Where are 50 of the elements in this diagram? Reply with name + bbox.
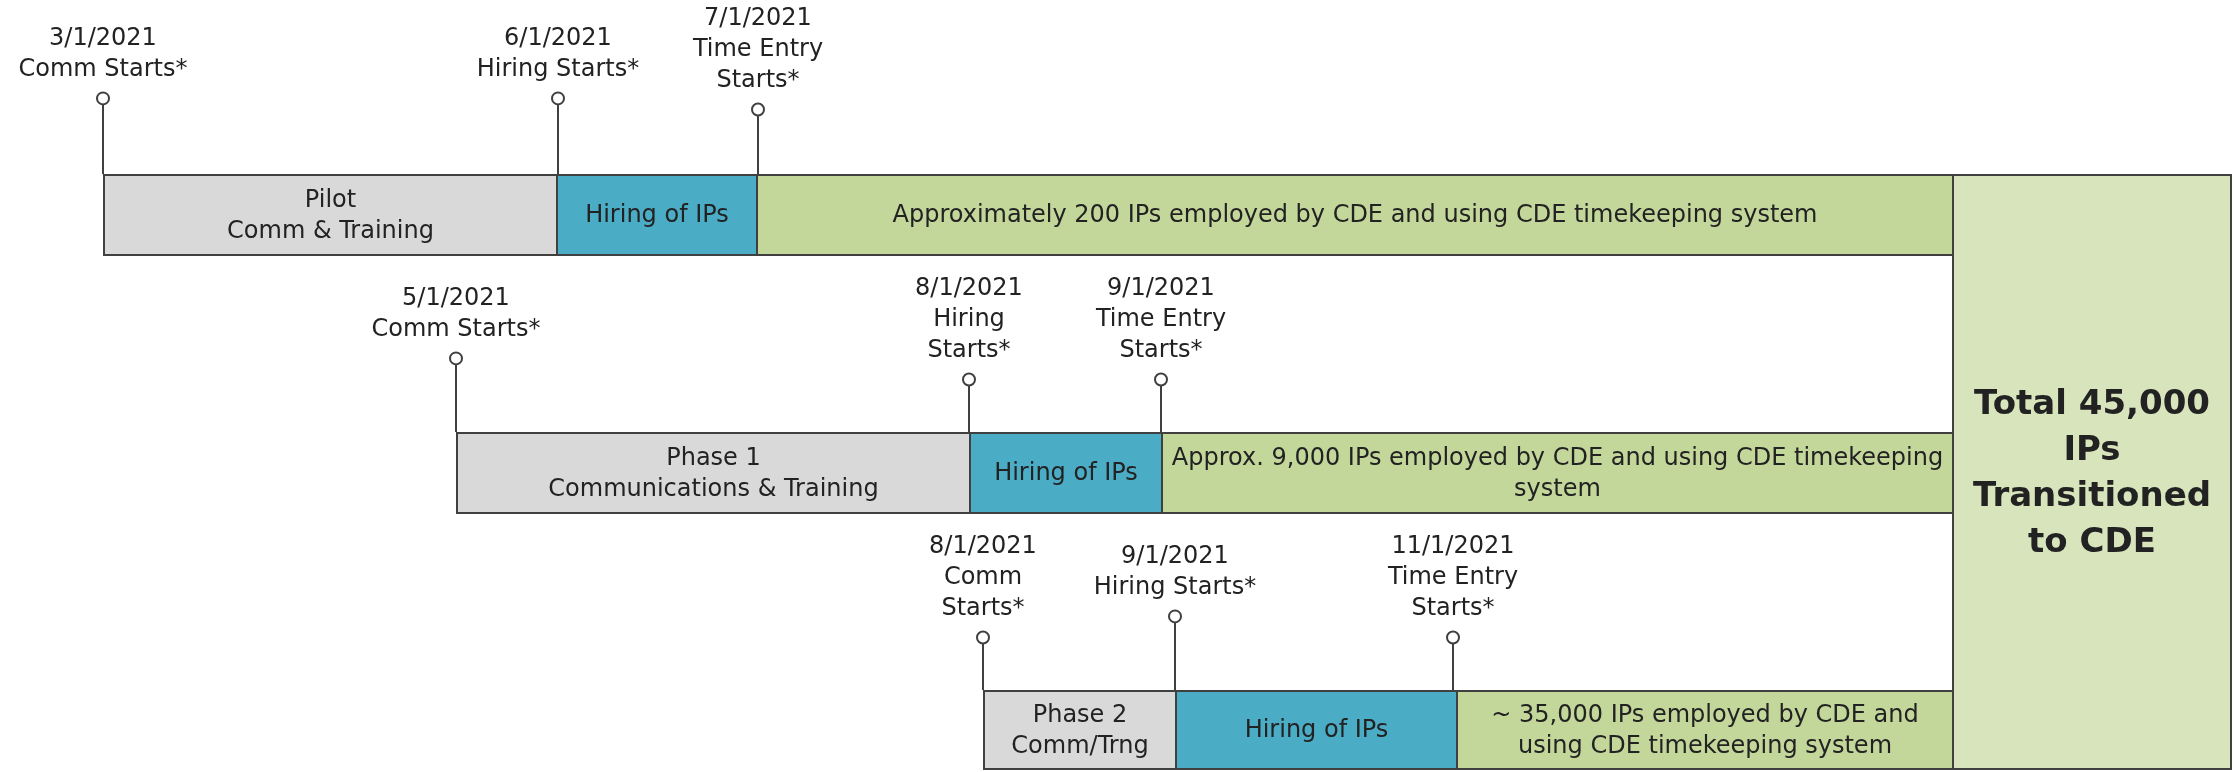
milestone-date: 3/1/2021: [48, 22, 158, 53]
milestone-date: 11/1/2021: [1390, 530, 1516, 561]
milestone-pin: [976, 630, 990, 691]
milestone-label: Hiring Starts*: [475, 53, 641, 85]
bar-label: Hiring of IPs: [1244, 714, 1389, 746]
phase-bar: [1175, 690, 1458, 770]
milestone-label: Comm Starts*: [370, 313, 542, 345]
milestone-date: 8/1/2021: [914, 272, 1024, 303]
phase-bar: [1456, 690, 1954, 770]
summary-box: [1952, 174, 2232, 770]
phase-title: Pilot: [304, 183, 357, 215]
phase-bar: [456, 432, 971, 514]
phase-bar: [756, 174, 1954, 256]
milestone-pin: [1154, 372, 1168, 433]
phase-title: Phase 2: [1032, 698, 1128, 730]
milestone-date: 8/1/2021: [928, 530, 1038, 561]
milestone-date: 9/1/2021: [1120, 540, 1230, 571]
phase-bar: [983, 690, 1177, 770]
milestone-pin: [962, 372, 976, 433]
milestone-date: 6/1/2021: [503, 22, 613, 53]
phase-title: Phase 1: [666, 441, 761, 473]
milestone-label: Time Entry Starts*: [691, 33, 825, 96]
milestone-pin: [96, 91, 110, 175]
milestone-pin: [1168, 609, 1182, 691]
milestone-label: Time Entry Starts*: [1386, 561, 1520, 624]
milestone-pin: [1446, 630, 1460, 691]
bar-label: ~ 35,000 IPs employed by CDE and using CDE timekeeping system: [1490, 698, 1920, 761]
bar-label: Communications & Training: [548, 473, 879, 504]
phase-bar: [556, 174, 758, 256]
milestone-label: Hiring Starts*: [926, 303, 1012, 366]
phase-bar: [1161, 432, 1954, 514]
bar-label: Approx. 9,000 IPs employed by CDE and using CDE timekeeping system: [1171, 441, 1944, 504]
milestone-pin: [751, 102, 765, 175]
milestone-label: Comm Starts*: [17, 53, 189, 85]
phase-bar: [969, 432, 1163, 514]
milestone-pin: [551, 91, 565, 175]
milestone-date: 7/1/2021: [703, 2, 813, 33]
bar-label: Hiring of IPs: [585, 199, 729, 231]
bar-label: Comm/Trng: [1011, 730, 1149, 761]
bar-label: Hiring of IPs: [994, 457, 1138, 489]
milestone-label: Time Entry Starts*: [1094, 303, 1228, 366]
bar-label: Total 45,000 IPs Transitioned to CDE: [1971, 381, 2213, 562]
milestone-pin: [449, 351, 463, 433]
milestone-date: 5/1/2021: [401, 282, 511, 313]
phase-bar: [103, 174, 558, 256]
milestone-label: Comm Starts*: [940, 561, 1026, 624]
bar-label: Approximately 200 IPs employed by CDE and using CDE timekeeping system: [892, 199, 1818, 231]
milestone-date: 9/1/2021: [1106, 272, 1216, 303]
bar-label: Comm & Training: [227, 215, 434, 246]
milestone-label: Hiring Starts*: [1092, 571, 1258, 603]
